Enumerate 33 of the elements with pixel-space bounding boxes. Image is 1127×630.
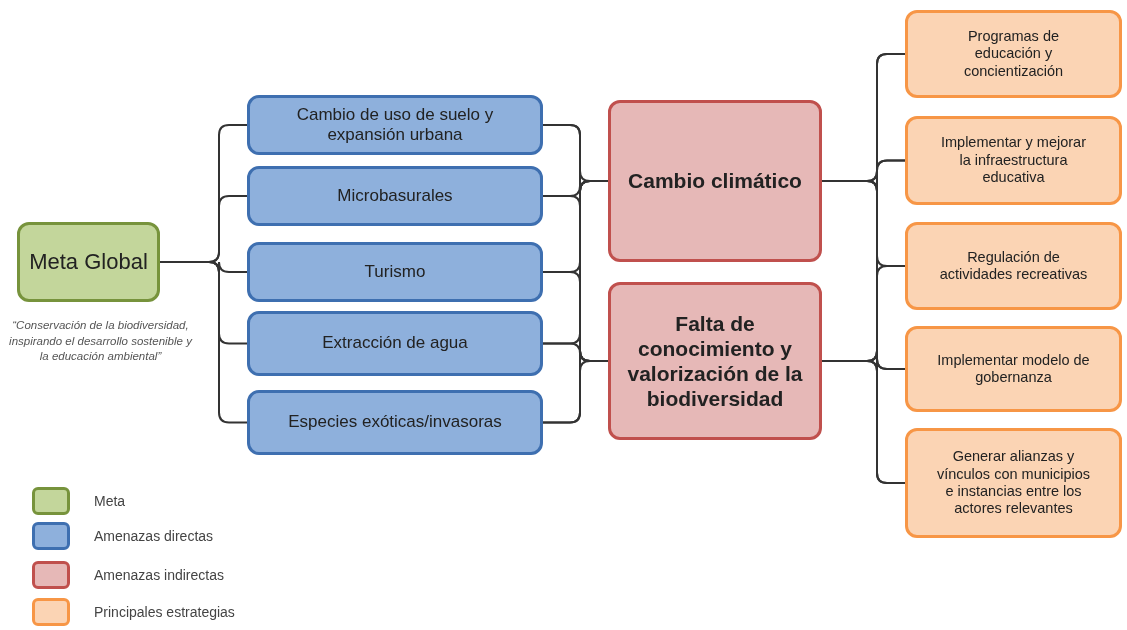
box-label: Programas de educación y concientización	[962, 27, 1065, 81]
strategy-box	[905, 326, 1122, 412]
direct-threat-box	[247, 166, 543, 226]
legend-label: Principales estrategias	[94, 604, 235, 620]
direct-threat-box	[247, 242, 543, 302]
indirect-threat-box	[608, 282, 822, 440]
box-label: Implementar y mejorar la infraestructura educativa	[939, 134, 1087, 187]
bracket-connector	[159, 261, 248, 424]
box-label: Turismo	[364, 261, 426, 283]
strategy-box	[905, 116, 1122, 205]
box-label: Falta de conocimiento y valorización de la biodiversidad	[626, 310, 804, 412]
box-label: Microbasurales	[337, 185, 453, 207]
box-label: Especies exóticas/invasoras	[288, 412, 502, 433]
goal-box	[17, 222, 160, 302]
legend-label: Amenazas indirectas	[94, 567, 224, 583]
box-label: Implementar modelo de gobernanza	[936, 351, 1091, 387]
box-label: Meta Global	[29, 248, 148, 276]
bracket-connector	[821, 360, 906, 484]
box-label: Cambio de uso de suelo y expansión urbana	[295, 104, 495, 146]
direct-threat-box	[247, 95, 543, 155]
box-label: Regulación de actividades recreativas	[938, 248, 1089, 284]
direct-threat-box	[247, 311, 543, 376]
legend-label: Meta	[94, 493, 126, 509]
direct-threat-box	[247, 390, 543, 455]
strategy-box	[905, 222, 1122, 310]
box-label: Cambio climático	[628, 168, 802, 194]
strategy-box	[905, 10, 1122, 98]
box-label: Extracción de agua	[322, 333, 468, 354]
goal-quote: “Conservación de la biodiversidad, inspirando el desarrollo sostenible y la educación ambiental”	[9, 318, 192, 365]
strategy-box	[905, 428, 1122, 538]
legend-label: Amenazas directas	[94, 528, 214, 544]
box-label: Generar alianzas y vínculos con municipios e instancias entre los actores relevantes	[935, 448, 1092, 518]
indirect-threat-box	[608, 100, 822, 262]
